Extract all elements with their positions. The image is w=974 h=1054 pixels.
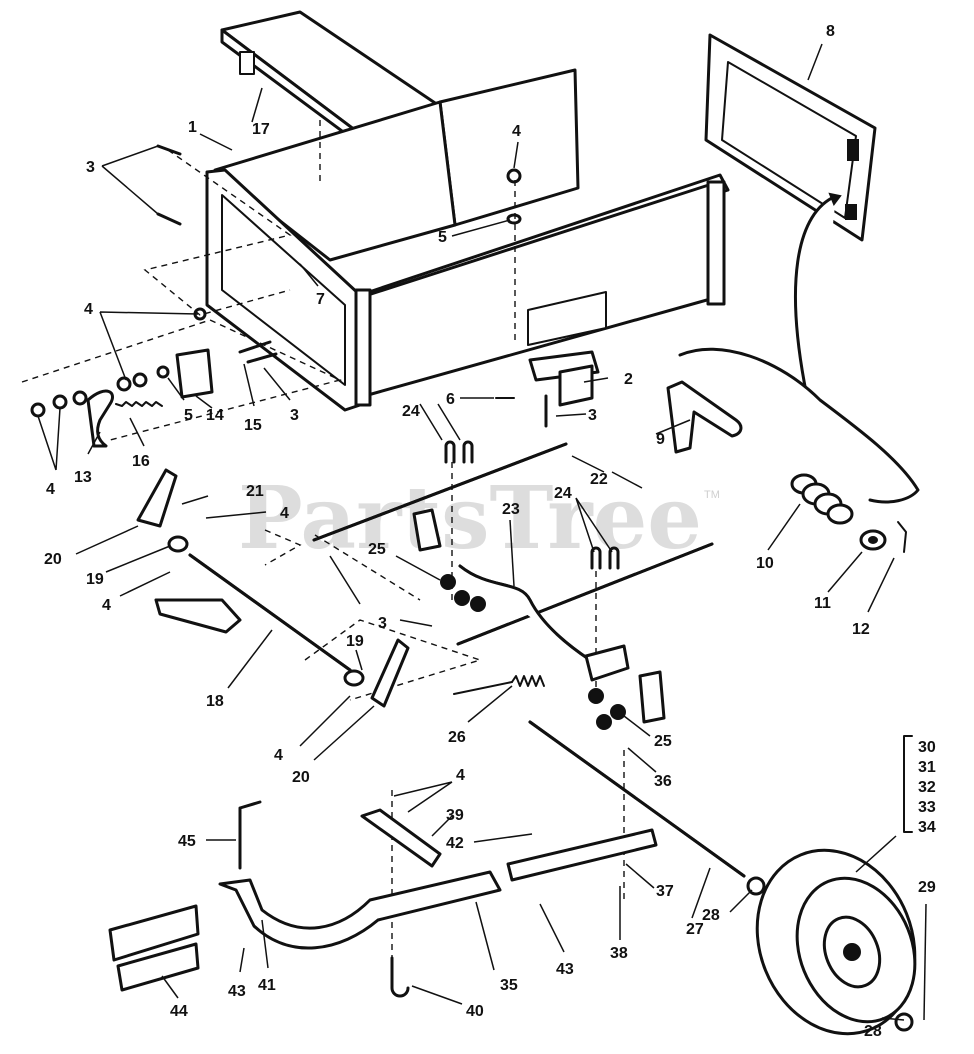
- part-44-hitch: [108, 904, 200, 992]
- arrow-tailgate-to-box: [794, 194, 838, 422]
- callout-12: 12: [852, 621, 870, 638]
- callout-44: 44: [170, 1003, 188, 1020]
- callout-33: 33: [918, 799, 936, 816]
- callout-5: 5: [184, 407, 193, 424]
- part-11-washer: [859, 529, 887, 551]
- callout-4: 4: [84, 301, 93, 318]
- callout-7: 7: [316, 291, 325, 308]
- callout-4: 4: [102, 597, 111, 614]
- callout-43: 43: [556, 961, 574, 978]
- callout-1: 1: [188, 119, 197, 136]
- part-39-skid: [360, 808, 442, 868]
- callout-38: 38: [610, 945, 628, 962]
- part-1-dump-box: [205, 68, 730, 412]
- part-20-arms: [136, 468, 410, 708]
- part-8-tailgate: [704, 33, 877, 242]
- callout-45: 45: [178, 833, 196, 850]
- part-2-hitch-bracket: [528, 350, 600, 407]
- callout-4: 4: [274, 747, 283, 764]
- callout-41: 41: [258, 977, 276, 994]
- callout-14: 14: [206, 407, 224, 424]
- part-19-bushings: [167, 535, 365, 687]
- part-16-spring: [115, 401, 163, 407]
- part-12-cotter-pin: [897, 521, 907, 553]
- callout-39: 39: [446, 807, 464, 824]
- part-27-axle: [528, 720, 746, 878]
- bracket-30-34: [903, 735, 913, 833]
- callout-4: 4: [456, 767, 465, 784]
- callout-28: 28: [702, 907, 720, 924]
- callout-24: 24: [402, 403, 420, 420]
- part-25-nuts: [440, 574, 626, 730]
- callout-19: 19: [346, 633, 364, 650]
- leader-lines: [37, 43, 927, 1021]
- callout-4: 4: [280, 505, 289, 522]
- callout-34: 34: [918, 819, 936, 836]
- part-35-tongue: [218, 828, 658, 950]
- part-24-u-bolts: [444, 440, 620, 570]
- part-14-plate: [175, 348, 214, 399]
- callout-29: 29: [918, 879, 936, 896]
- part-26-spring: [453, 675, 545, 695]
- part-40-j-bolt: [390, 956, 410, 998]
- watermark-tm: TM: [704, 489, 720, 501]
- callout-8: 8: [826, 23, 835, 40]
- callout-27: 27: [686, 921, 704, 938]
- callout-18: 18: [206, 693, 224, 710]
- callout-25: 25: [654, 733, 672, 750]
- callout-32: 32: [918, 779, 936, 796]
- part-45-pin: [238, 800, 262, 870]
- callout-20: 20: [44, 551, 62, 568]
- callout-42: 42: [446, 835, 464, 852]
- callout-37: 37: [656, 883, 674, 900]
- callout-3: 3: [86, 159, 95, 176]
- callout-3: 3: [290, 407, 299, 424]
- part-22-rods: [312, 442, 714, 646]
- callout-15: 15: [244, 417, 262, 434]
- callout-10: 10: [756, 555, 774, 572]
- callout-5: 5: [438, 229, 447, 246]
- callout-3: 3: [588, 407, 597, 424]
- part-23-lever-arm: [412, 508, 666, 724]
- callout-13: 13: [74, 469, 92, 486]
- part-13-latch: [86, 389, 114, 448]
- callout-30: 30: [918, 739, 936, 756]
- callout-20: 20: [292, 769, 310, 786]
- part-10-spring: [790, 473, 854, 525]
- callout-11: 11: [814, 595, 831, 612]
- callout-17: 17: [252, 121, 270, 138]
- callout-labels: 8 17 1 3 4 5 7 4 2 6 3 9 13 4 16 5 14 15…: [44, 23, 936, 1040]
- wheel-assembly: [746, 848, 917, 1036]
- watermark: PartsTree: [238, 468, 702, 569]
- callout-2: 2: [624, 371, 633, 388]
- fasteners-left: [30, 144, 548, 428]
- callout-43: 43: [228, 983, 246, 1000]
- part-18-cross-shaft: [154, 553, 352, 672]
- callout-28: 28: [864, 1023, 882, 1040]
- callout-22: 22: [590, 471, 608, 488]
- callout-26: 26: [448, 729, 466, 746]
- frame-tube: [678, 347, 920, 504]
- callout-23: 23: [502, 501, 520, 518]
- callout-35: 35: [500, 977, 518, 994]
- callout-4: 4: [46, 481, 55, 498]
- callout-24: 24: [554, 485, 572, 502]
- callout-21: 21: [246, 483, 264, 500]
- callout-25: 25: [368, 541, 386, 558]
- callout-3: 3: [378, 615, 387, 632]
- callout-40: 40: [466, 1003, 484, 1020]
- callout-4: 4: [512, 123, 521, 140]
- part-9-pivot-pin: [666, 380, 743, 454]
- callout-16: 16: [132, 453, 150, 470]
- callout-31: 31: [918, 759, 936, 776]
- callout-9: 9: [656, 431, 665, 448]
- callout-36: 36: [654, 773, 672, 790]
- callout-19: 19: [86, 571, 104, 588]
- callout-6: 6: [446, 391, 455, 408]
